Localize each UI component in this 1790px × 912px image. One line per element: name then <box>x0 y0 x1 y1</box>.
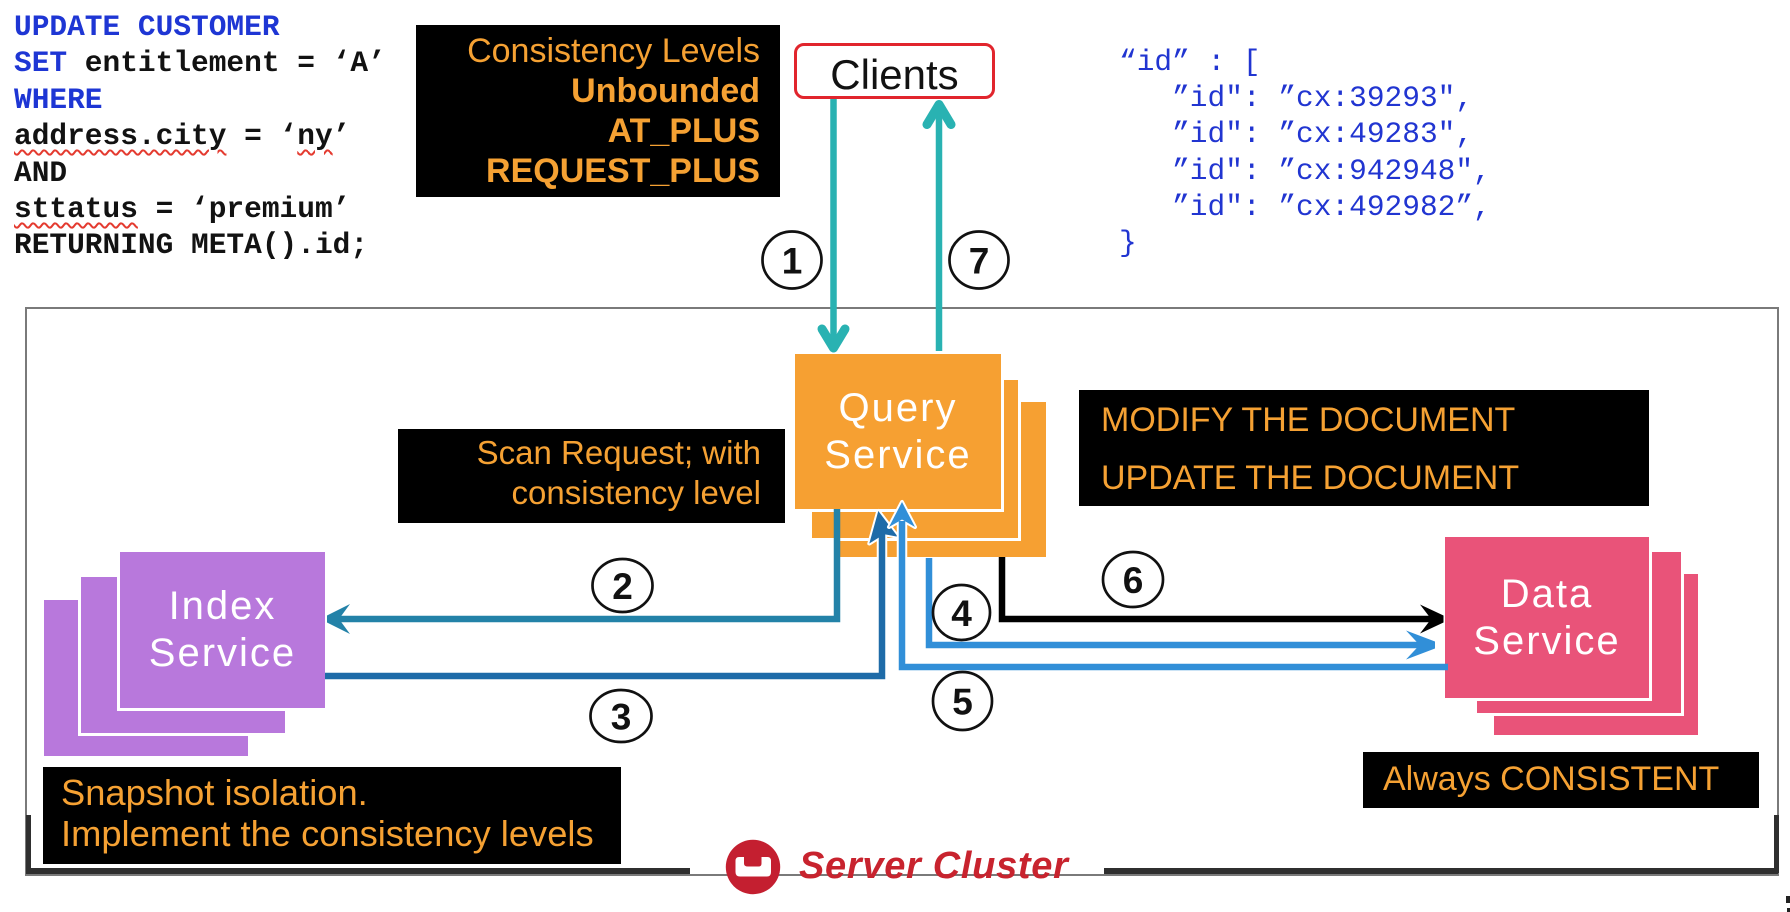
svg-text:4: 4 <box>951 593 972 634</box>
svg-text:1: 1 <box>782 241 803 282</box>
svg-text:5: 5 <box>952 682 973 723</box>
svg-text:3: 3 <box>611 697 632 738</box>
svg-text:2: 2 <box>612 566 633 607</box>
svg-text:6: 6 <box>1123 560 1144 601</box>
svg-text:7: 7 <box>969 241 990 282</box>
